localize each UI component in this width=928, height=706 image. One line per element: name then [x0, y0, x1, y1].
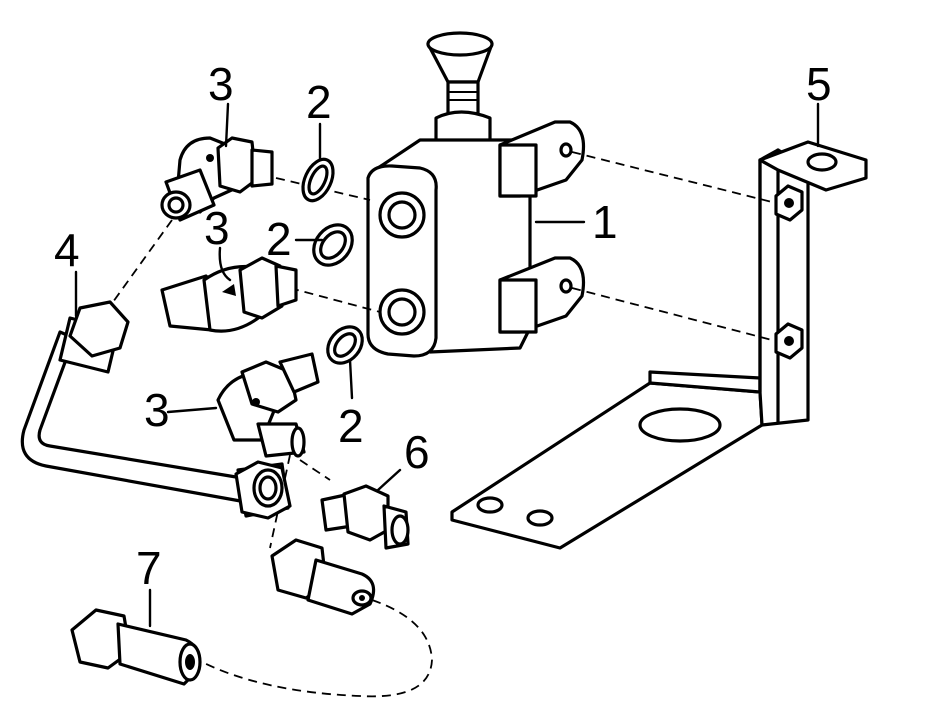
callout-1: 1 [592, 196, 618, 248]
callout-4: 4 [54, 224, 80, 276]
swivel-fitting [270, 538, 376, 616]
elbow-fitting-middle [160, 256, 298, 333]
callout-3-top: 3 [208, 58, 234, 110]
mounting-bracket [450, 140, 868, 550]
elbow-fitting-bottom [216, 352, 320, 458]
leader-lines [74, 102, 820, 628]
elbow-fitting-top [160, 136, 274, 222]
callout-2-top: 2 [306, 76, 332, 128]
callout-labels: 1 2 2 2 3 3 3 4 5 6 7 [54, 58, 832, 594]
o-rings [301, 157, 364, 365]
valve-body [366, 31, 586, 358]
callout-2-middle: 2 [266, 213, 292, 265]
tube-fitting [70, 608, 202, 686]
adapter-fitting [320, 484, 410, 550]
callout-7: 7 [136, 542, 162, 594]
callout-3-middle: 3 [204, 202, 230, 254]
tube-assembly [20, 300, 292, 520]
assembly-lines [99, 151, 773, 698]
callout-3-bottom: 3 [144, 384, 170, 436]
callout-5: 5 [806, 58, 832, 110]
callout-6: 6 [404, 426, 430, 478]
callout-2-bottom: 2 [338, 400, 364, 452]
